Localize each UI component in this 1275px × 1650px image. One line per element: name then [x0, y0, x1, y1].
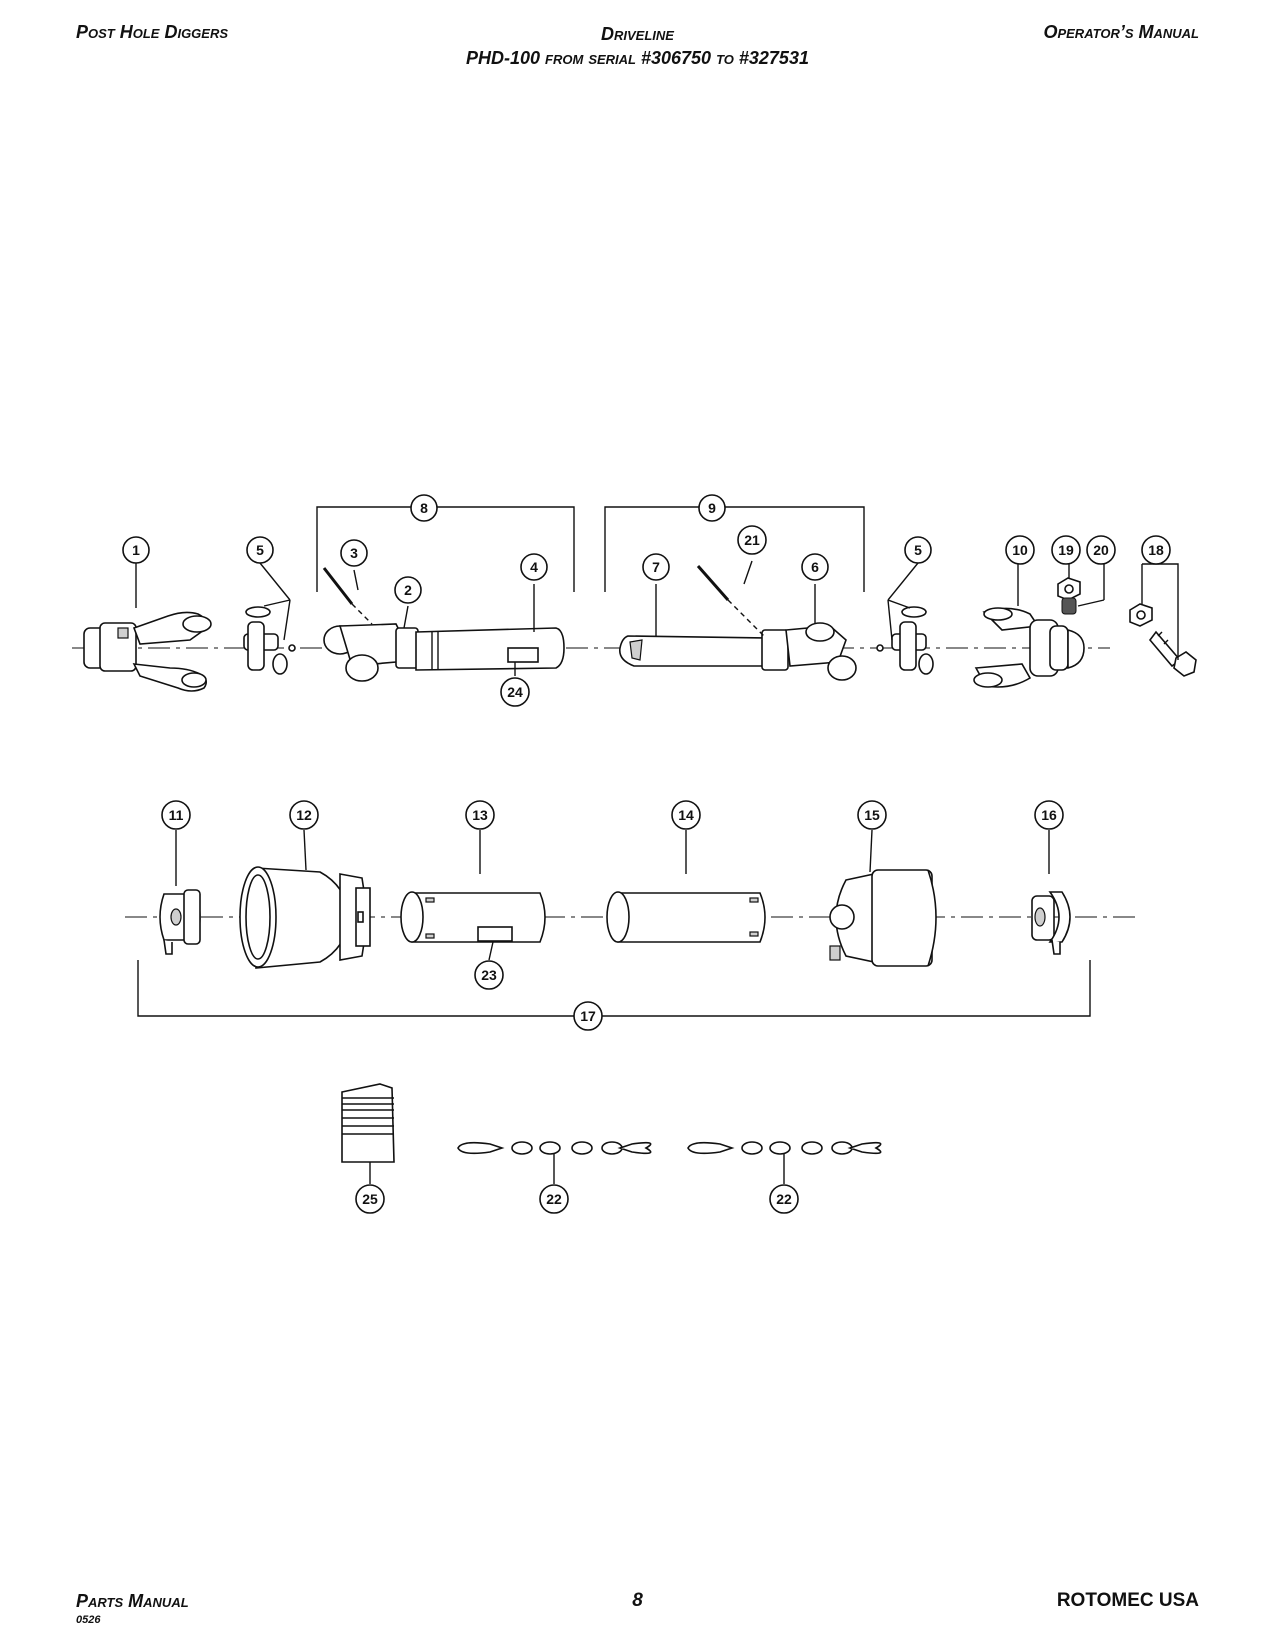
callout-11: 11 — [161, 800, 191, 830]
callout-2: 2 — [394, 576, 422, 604]
svg-text:15: 15 — [864, 807, 880, 823]
callout-6: 6 — [801, 553, 829, 581]
footer-company: ROTOMEC USA — [1056, 1590, 1199, 1611]
part-15-outer-cone — [829, 869, 937, 967]
part-19-nut — [1057, 577, 1081, 601]
part-10-yoke — [973, 607, 1085, 688]
part-7-inner-tube — [618, 635, 769, 667]
part-11-bearing-ring — [159, 889, 201, 955]
callout-14: 14 — [671, 800, 701, 830]
callout-7: 7 — [642, 553, 670, 581]
part-14-inner-guard-tube — [606, 891, 766, 943]
svg-text:20: 20 — [1093, 542, 1109, 558]
callout-12: 12 — [289, 800, 319, 830]
callout-8: 8 — [410, 494, 438, 522]
part-1-yoke — [83, 611, 212, 692]
footer-doc-code: 0526 — [76, 1614, 101, 1626]
svg-text:22: 22 — [776, 1191, 792, 1207]
svg-text:19: 19 — [1058, 542, 1074, 558]
part-25-operator-manual — [341, 1083, 395, 1184]
svg-text:16: 16 — [1041, 807, 1057, 823]
svg-text:7: 7 — [652, 559, 660, 575]
callout-3: 3 — [340, 539, 368, 567]
callout-4: 4 — [520, 553, 548, 581]
part-2-inner-yoke — [323, 623, 419, 682]
callout-20: 20 — [1086, 535, 1116, 565]
part-4-outer-tube — [415, 627, 565, 671]
part-22-safety-chain-b — [687, 1141, 882, 1184]
header-section-title: Driveline — [601, 24, 674, 44]
leaders-row2 — [175, 829, 1050, 961]
callout-9: 9 — [698, 494, 726, 522]
callout-25: 25 — [355, 1184, 385, 1214]
svg-text:10: 10 — [1012, 542, 1028, 558]
callout-22-a: 22 — [539, 1184, 569, 1214]
footer-manual-type: Parts Manual — [76, 1591, 189, 1611]
callout-24: 24 — [500, 677, 530, 707]
callout-5-right: 5 — [904, 536, 932, 564]
svg-text:5: 5 — [256, 542, 264, 558]
leaders-row1 — [135, 560, 1179, 676]
part-12-outer-cone — [239, 866, 371, 969]
part-16-bearing-ring — [1031, 891, 1071, 955]
part-6-inner-yoke — [761, 622, 857, 681]
svg-text:11: 11 — [169, 807, 184, 823]
footer-page-number: 8 — [632, 1590, 643, 1611]
callout-10: 10 — [1005, 535, 1035, 565]
svg-text:8: 8 — [420, 500, 428, 516]
svg-text:4: 4 — [530, 559, 538, 575]
header-center-title: Driveline PHD-100 from serial #306750 to… — [0, 22, 1275, 70]
svg-text:9: 9 — [708, 500, 716, 516]
svg-text:22: 22 — [546, 1191, 562, 1207]
part-18-bolt-nut — [1129, 603, 1197, 677]
bracket-17 — [137, 960, 1091, 1017]
svg-text:6: 6 — [811, 559, 819, 575]
part-13-outer-guard-tube — [400, 891, 546, 943]
callout-16: 16 — [1034, 800, 1064, 830]
svg-text:14: 14 — [678, 807, 694, 823]
svg-text:5: 5 — [914, 542, 922, 558]
svg-text:21: 21 — [744, 532, 760, 548]
part-3-spring-pin — [322, 567, 373, 625]
bracket-9 — [604, 506, 865, 592]
callout-5-left: 5 — [246, 536, 274, 564]
part-20-set-screw — [1061, 597, 1077, 615]
bracket-8 — [316, 506, 575, 592]
callout-18: 18 — [1141, 535, 1171, 565]
svg-text:23: 23 — [481, 967, 497, 983]
callout-17: 17 — [573, 1001, 603, 1031]
callout-19: 19 — [1051, 535, 1081, 565]
svg-text:12: 12 — [296, 807, 312, 823]
callout-15: 15 — [857, 800, 887, 830]
callout-22-b: 22 — [769, 1184, 799, 1214]
svg-text:1: 1 — [132, 542, 140, 558]
svg-text:3: 3 — [350, 545, 358, 561]
part-22-safety-chain-a — [457, 1141, 652, 1184]
callout-1: 1 — [122, 536, 150, 564]
svg-text:2: 2 — [404, 582, 412, 598]
callout-23: 23 — [474, 960, 504, 990]
part-5-cross-kit-left — [243, 606, 296, 675]
callout-13: 13 — [465, 800, 495, 830]
part-21-spring-pin — [696, 565, 765, 637]
svg-text:24: 24 — [507, 684, 523, 700]
callout-21: 21 — [737, 525, 767, 555]
header-model-serial: PHD-100 from serial #306750 to #327531 — [466, 48, 809, 68]
svg-text:13: 13 — [472, 807, 488, 823]
header-left-title: Post Hole Diggers — [76, 22, 229, 42]
svg-text:25: 25 — [362, 1191, 378, 1207]
svg-text:17: 17 — [580, 1008, 596, 1024]
header-right-title: Operator’s Manual — [1043, 22, 1199, 42]
part-5-cross-kit-right — [876, 606, 934, 675]
svg-text:18: 18 — [1148, 542, 1164, 558]
